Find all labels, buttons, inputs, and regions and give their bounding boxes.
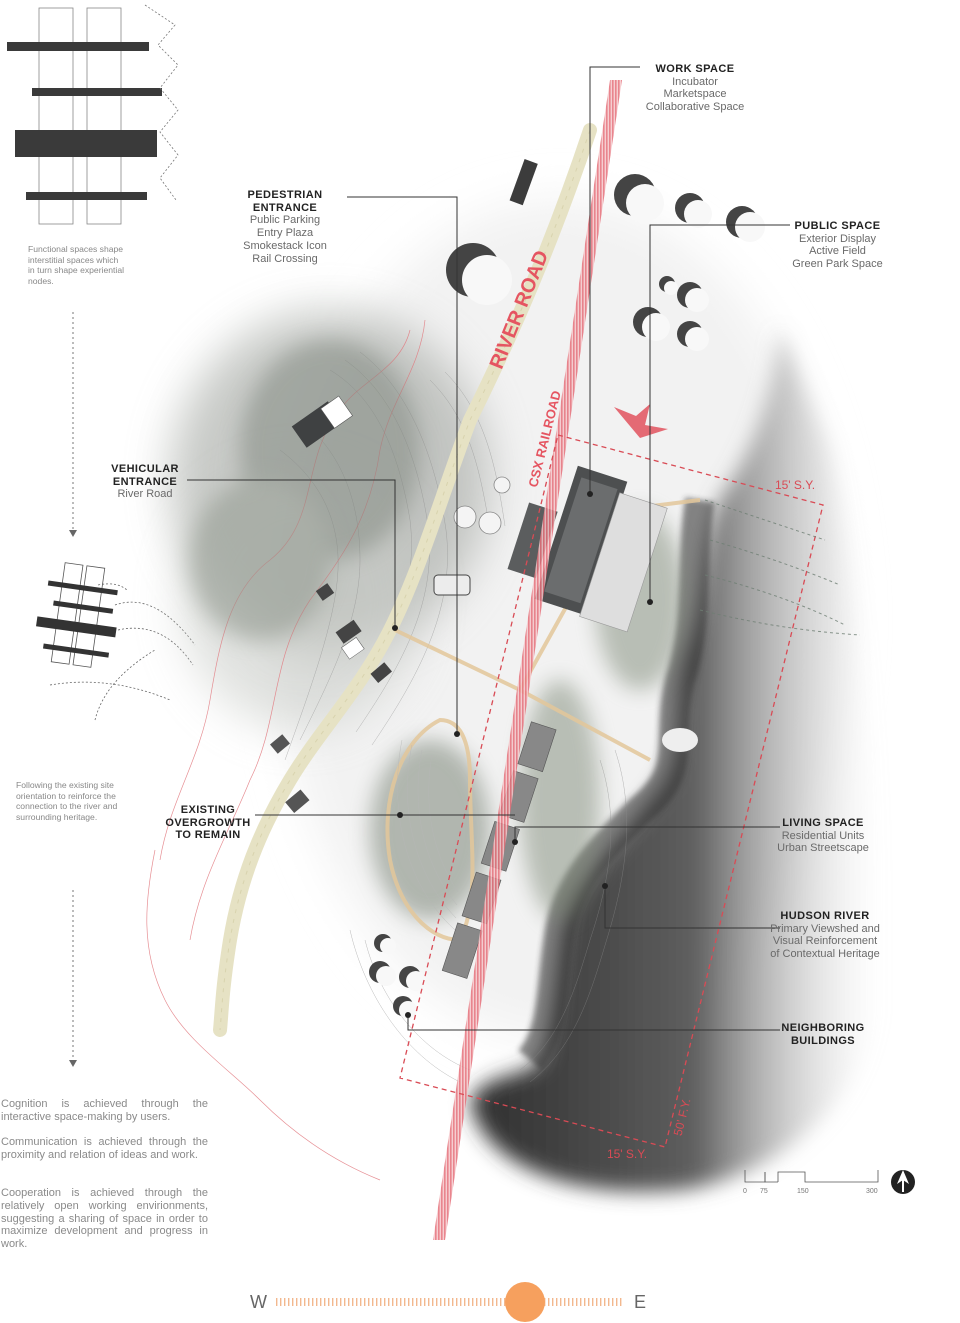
living-space-label: LIVING SPACE Residential Units Urban Str…	[777, 817, 869, 855]
scale-bar	[744, 1170, 879, 1183]
scale-tick-0: 0	[743, 1188, 747, 1195]
west-label: W	[250, 1292, 267, 1312]
sun-icon	[505, 1282, 545, 1322]
functional-spaces-note: Functional spaces shape interstitial spa…	[28, 244, 125, 286]
hudson-river-label: HUDSON RIVER Primary Viewshed and Visual…	[770, 910, 880, 961]
scale-tick-150: 150	[797, 1188, 809, 1195]
tree-crescents	[369, 174, 765, 1019]
vegetation	[190, 340, 685, 920]
scale-tick-300: 300	[866, 1188, 878, 1195]
neighboring-buildings-label: NEIGHBORING BUILDINGS	[781, 1022, 865, 1047]
scale-tick-75: 75	[760, 1188, 768, 1195]
public-space-label: PUBLIC SPACE Exterior Display Active Fie…	[792, 220, 883, 271]
cognition-note: Cognition is achieved through the intera…	[1, 1098, 208, 1123]
vehicular-entrance-label: VEHICULAR ENTRANCE River Road	[111, 463, 179, 501]
work-space-label: WORK SPACE Incubator Marketspace Collabo…	[645, 63, 745, 114]
orientation-note: Following the existing site orientation …	[16, 780, 118, 822]
csx-railroad	[433, 80, 622, 1240]
side-yard-label-top: 15' S.Y.	[775, 478, 815, 492]
existing-overgrowth-label: EXISTING OVERGROWTH TO REMAIN	[165, 804, 251, 842]
cooperation-note: Cooperation is achieved through the rela…	[1, 1187, 208, 1251]
north-arrow-icon	[891, 1170, 915, 1194]
side-yard-label-bottom: 15' S.Y.	[607, 1147, 647, 1161]
leader-lines	[187, 66, 790, 1031]
functional-spaces-diagram	[7, 4, 179, 225]
sun-orientation-bar	[274, 1282, 624, 1322]
communication-note: Communication is achieved through the pr…	[1, 1136, 208, 1161]
orientation-diagram	[36, 562, 196, 721]
pedestrian-entrance-label: PEDESTRIAN ENTRANCE Public Parking Entry…	[243, 189, 327, 265]
east-label: E	[634, 1292, 647, 1312]
paper-crane-icon	[614, 404, 668, 438]
setback-boundary	[399, 434, 824, 1148]
